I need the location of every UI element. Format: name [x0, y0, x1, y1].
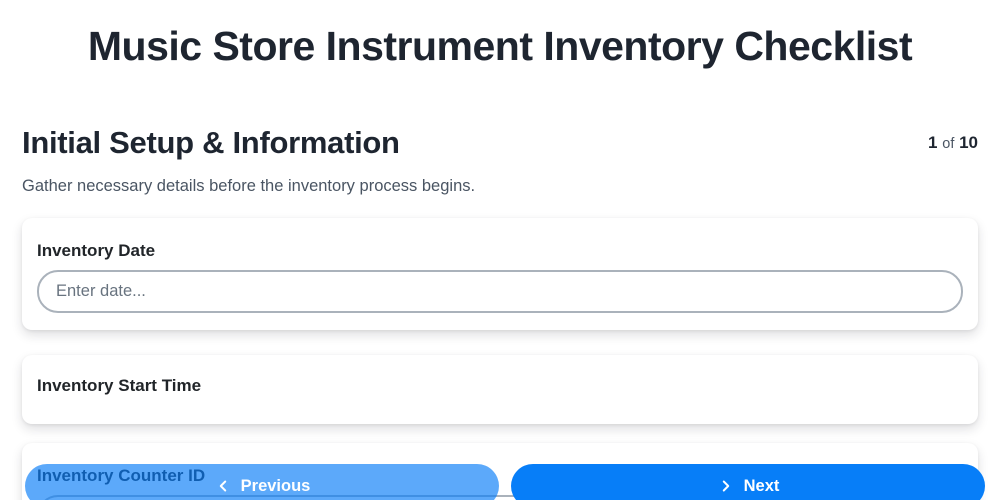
field-label: Inventory Start Time	[37, 375, 202, 395]
section-header: Initial Setup & Information 1 of 10	[22, 125, 978, 161]
inventory-date-input[interactable]	[37, 269, 963, 313]
chevron-left-icon	[214, 477, 232, 495]
field-card-inventory-date: Inventory Date	[22, 217, 978, 330]
progress-total: 10	[959, 132, 978, 152]
checklist-fields: Inventory Date Inventory Start Time Inve…	[22, 217, 978, 500]
next-button[interactable]: Next	[511, 464, 985, 500]
previous-button[interactable]: Previous	[25, 464, 499, 500]
section-description: Gather necessary details before the inve…	[22, 176, 476, 195]
next-button-label: Next	[743, 476, 780, 495]
progress-separator: of	[942, 135, 955, 152]
previous-button-label: Previous	[240, 476, 311, 495]
field-label: Inventory Date	[37, 240, 156, 260]
step-progress: 1 of 10	[928, 133, 978, 153]
page-title: Music Store Instrument Inventory Checkli…	[87, 23, 913, 69]
wizard-nav-bar: Previous Next	[25, 464, 985, 500]
section-title: Initial Setup & Information	[22, 124, 400, 160]
progress-current: 1	[928, 132, 938, 152]
field-card-inventory-start-time: Inventory Start Time	[22, 354, 978, 424]
chevron-right-icon	[717, 477, 735, 495]
